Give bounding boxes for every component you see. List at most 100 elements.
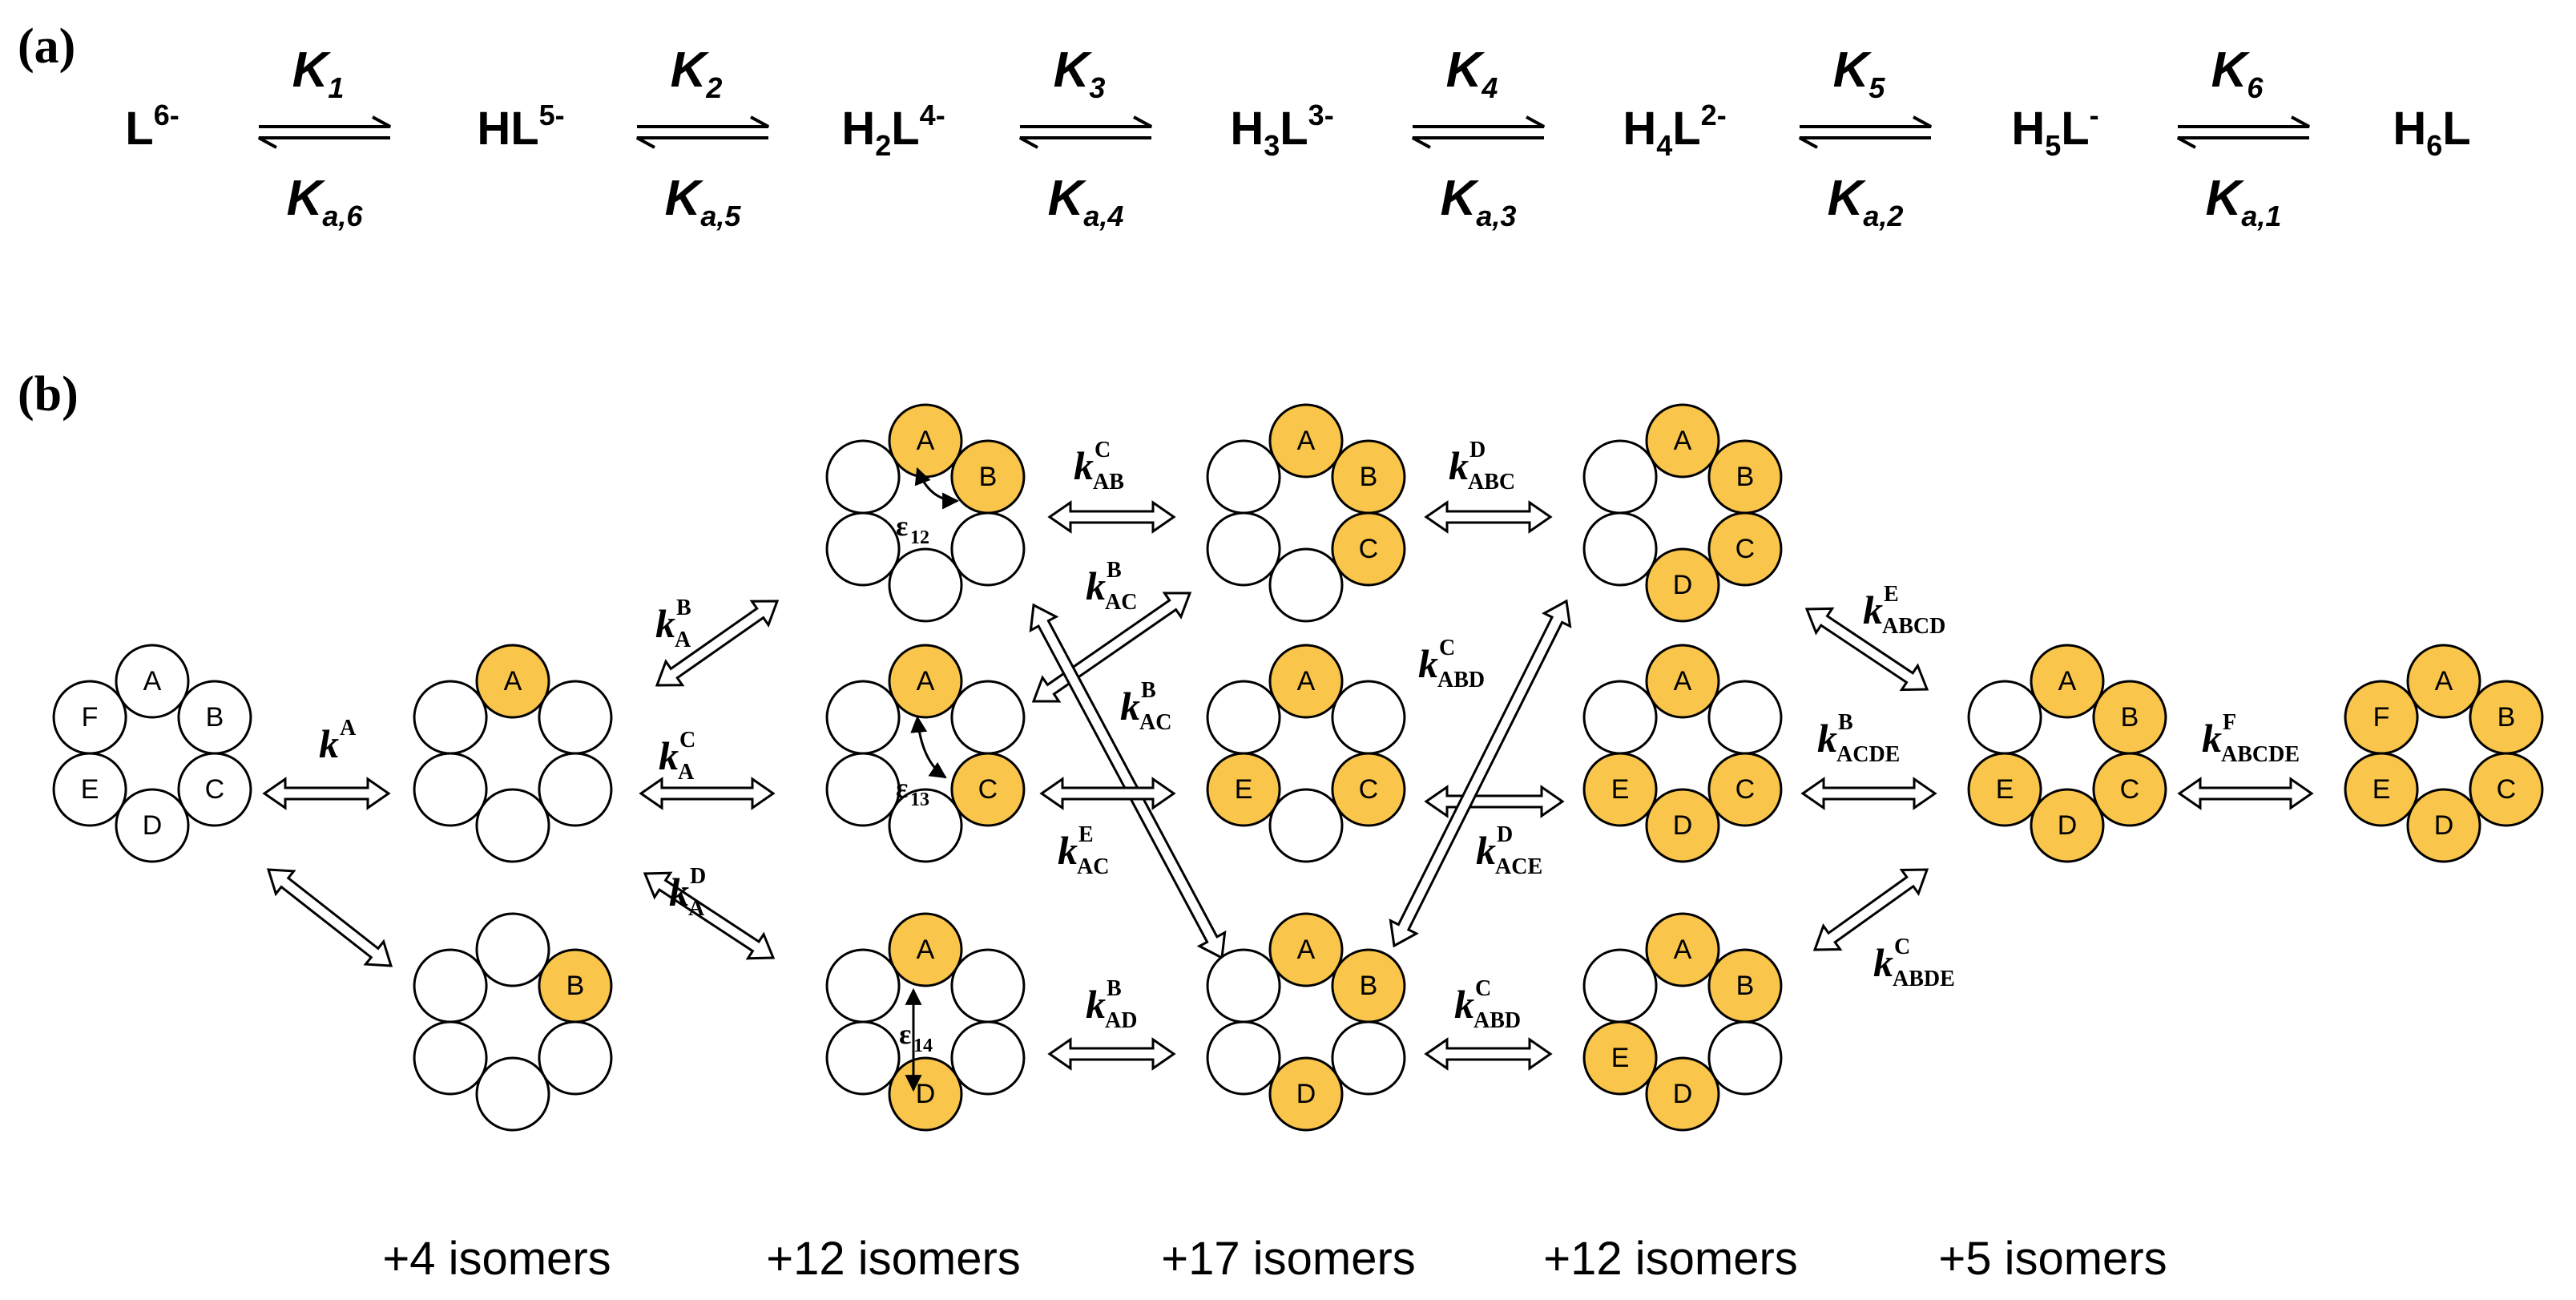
site-D-free [115,788,190,863]
svg-text:k: k [1454,982,1474,1027]
svg-text:14: 14 [913,1036,933,1056]
site-E-free [1582,511,1658,587]
site-label: A [143,666,162,696]
arrow-r4acde-r5 [1800,777,1937,810]
site-label: C [1359,534,1379,564]
svg-text:ACE: ACE [1495,854,1542,879]
svg-text:A: A [688,896,705,921]
arrow-r4abcd-r5 [1804,607,1929,692]
svg-text:k: k [1120,684,1140,729]
eq-constant-top: K6 [2211,42,2264,104]
isomer-count-5: +5 isomers [1938,1233,2167,1285]
microspecies-r2ac: AC [825,644,1026,863]
site-B-free [1707,680,1783,755]
site-C-protonated [2469,752,2544,827]
site-F-free [825,948,901,1023]
site-C-protonated [1707,752,1783,827]
svg-text:ABC: ABC [1468,470,1515,495]
site-label: D [143,810,163,841]
site-E-free [825,1020,901,1096]
arrow-r3ace-r4acde [1424,785,1565,818]
arrow-r3abd-r4abde [1424,1037,1553,1071]
site-label: A [1297,666,1316,696]
site-A-protonated [1645,912,1720,987]
site-C-protonated [1331,511,1406,587]
site-A-protonated [2406,644,2481,719]
site-label: C [1359,774,1379,805]
svg-text:ABCDE: ABCDE [2221,742,2300,767]
svg-text:E: E [1078,822,1094,847]
site-label: D [916,1079,936,1109]
svg-text:A: A [675,628,691,652]
svg-text:ACDE: ACDE [1836,742,1900,767]
site-F-free [1206,680,1281,755]
site-label: A [504,666,522,696]
svg-text:k: k [655,601,675,646]
site-label: B [979,462,998,492]
eq-constant-bottom: Ka,4 [1048,171,1124,232]
svg-text:k: k [319,721,339,766]
site-label: C [1735,534,1756,564]
arrow-r3abd-r4abcd [1389,599,1572,948]
site-F-free [825,680,901,755]
isomer-count-4: +12 isomers [1543,1233,1798,1285]
svg-text:C: C [679,728,695,753]
svg-text:k: k [1086,982,1106,1027]
svg-text:k: k [1873,940,1893,985]
site-D-free [888,547,963,623]
site-label: D [2058,810,2078,841]
arrow-r1a-r2ad [643,871,776,960]
site-label: B [1360,462,1378,492]
svg-text:B: B [1838,710,1853,735]
svg-text:B: B [1141,678,1156,703]
site-C-free [950,511,1026,587]
svg-text:C: C [1475,976,1491,1001]
site-D-protonated [1645,547,1720,623]
site-label: D [2434,810,2454,841]
eq-constant-bottom: Ka,6 [287,171,364,232]
site-label: B [2121,702,2139,733]
svg-text:AD: AD [1105,1008,1137,1033]
site-C-free [1331,1020,1406,1096]
eq-constant-top: K5 [1833,42,1886,104]
site-label: B [1736,462,1755,492]
microspecies-r5abcde: ABCDE [1967,644,2167,863]
microspecies-r2ab: AB [825,403,1026,623]
species-3: H3L3- [1230,99,1333,162]
site-label: A [917,666,935,696]
arrow-r0-r1b [266,868,393,967]
arrow-r2ad-r3abd [1047,1037,1176,1071]
site-E-free [413,1020,488,1096]
eq-constant-top: K1 [292,42,345,104]
site-C-free [538,1020,613,1096]
svg-text:ε: ε [896,510,908,542]
svg-text:ε: ε [896,772,908,804]
species-4: H4L2- [1623,99,1726,162]
microspecies-r1b: B [413,912,613,1132]
site-A-protonated [1645,403,1720,478]
site-label: D [1673,1079,1693,1109]
isomer-count-3: +17 isomers [1161,1233,1416,1285]
svg-text:ABDE: ABDE [1893,967,1955,991]
species-0: L6- [125,99,179,155]
site-label: E [1996,774,2014,805]
eq-constant-bottom: Ka,5 [665,171,742,232]
site-label: B [1360,971,1378,1001]
eq-constant-top: K3 [1054,42,1106,104]
site-D-protonated [2030,788,2105,863]
eq-constant-bottom: Ka,2 [1828,171,1904,232]
site-label: F [82,702,99,733]
svg-text:13: 13 [910,789,929,810]
svg-text:A: A [678,760,695,785]
svg-text:AC: AC [1105,590,1137,615]
site-A-protonated [1268,912,1344,987]
